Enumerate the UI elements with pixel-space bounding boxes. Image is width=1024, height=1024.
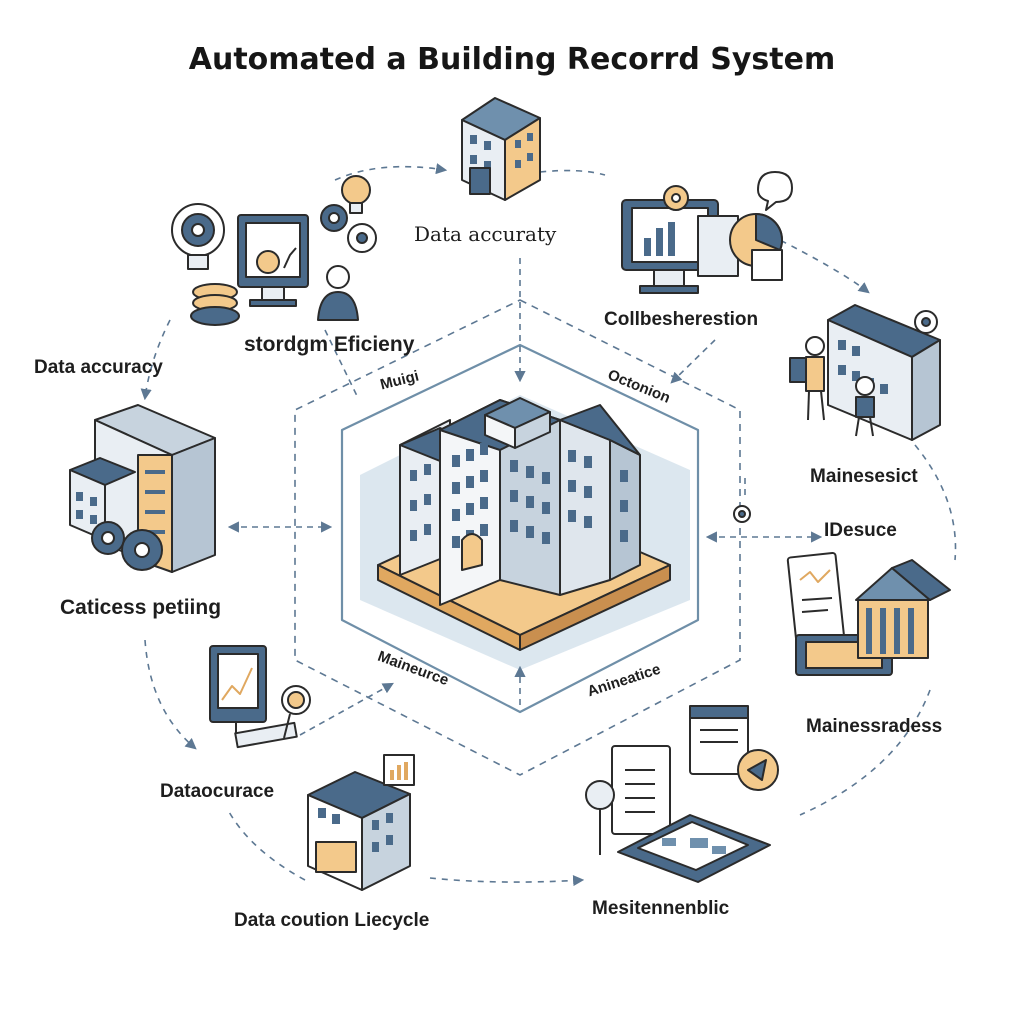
person-icon xyxy=(805,336,825,421)
coin-stack-icon xyxy=(190,283,240,326)
label-right-lower: Mainessradess xyxy=(806,716,943,737)
top-building-icon xyxy=(461,97,541,201)
gear-icon xyxy=(91,521,163,571)
office-building-icon xyxy=(307,754,415,891)
label-right-upper: Mainesesict xyxy=(810,466,918,487)
label-top-left-efficiency: stordgm Eficieny xyxy=(244,333,415,356)
workers-building-icon xyxy=(789,304,941,441)
label-bottom-right: Mesitennenblic xyxy=(592,898,730,919)
blueprint-icon xyxy=(585,705,779,883)
central-building-icon xyxy=(377,397,671,651)
small-gear-icon xyxy=(733,505,751,523)
person-icon xyxy=(855,376,875,437)
laptop-chart-icon xyxy=(209,645,311,749)
server-building-icon xyxy=(69,404,216,573)
page-title: Automated a Building Recorrd System xyxy=(188,42,836,77)
label-left-lower: Dataocurace xyxy=(160,781,275,802)
gear-icon xyxy=(320,204,348,232)
person-icon xyxy=(317,265,359,321)
label-top-right: Collbesherestion xyxy=(604,309,759,330)
top-left-cluster xyxy=(171,175,377,326)
gear-icon xyxy=(914,310,938,334)
bank-icon xyxy=(855,559,951,659)
label-left-mid: Caticess petiing xyxy=(60,596,222,619)
records-bank-icon xyxy=(786,552,951,676)
speech-bubble-icon xyxy=(757,171,793,211)
label-bottom-left: Data coution Liecycle xyxy=(234,910,430,931)
inner-connectors xyxy=(227,258,823,736)
dashboard-icon xyxy=(171,203,225,270)
label-top: Data accuraty xyxy=(414,222,557,246)
lightbulb-icon xyxy=(341,175,371,214)
monitor-chart-icon xyxy=(237,214,309,307)
label-left-upper: Data accuracy xyxy=(34,357,163,378)
top-right-cluster xyxy=(621,171,793,294)
gear-icon xyxy=(347,223,377,253)
outer-hexagon xyxy=(294,299,741,776)
label-right-mid: IDesuce xyxy=(824,520,897,541)
gear-icon xyxy=(663,185,689,211)
magnifier-icon xyxy=(281,685,311,739)
